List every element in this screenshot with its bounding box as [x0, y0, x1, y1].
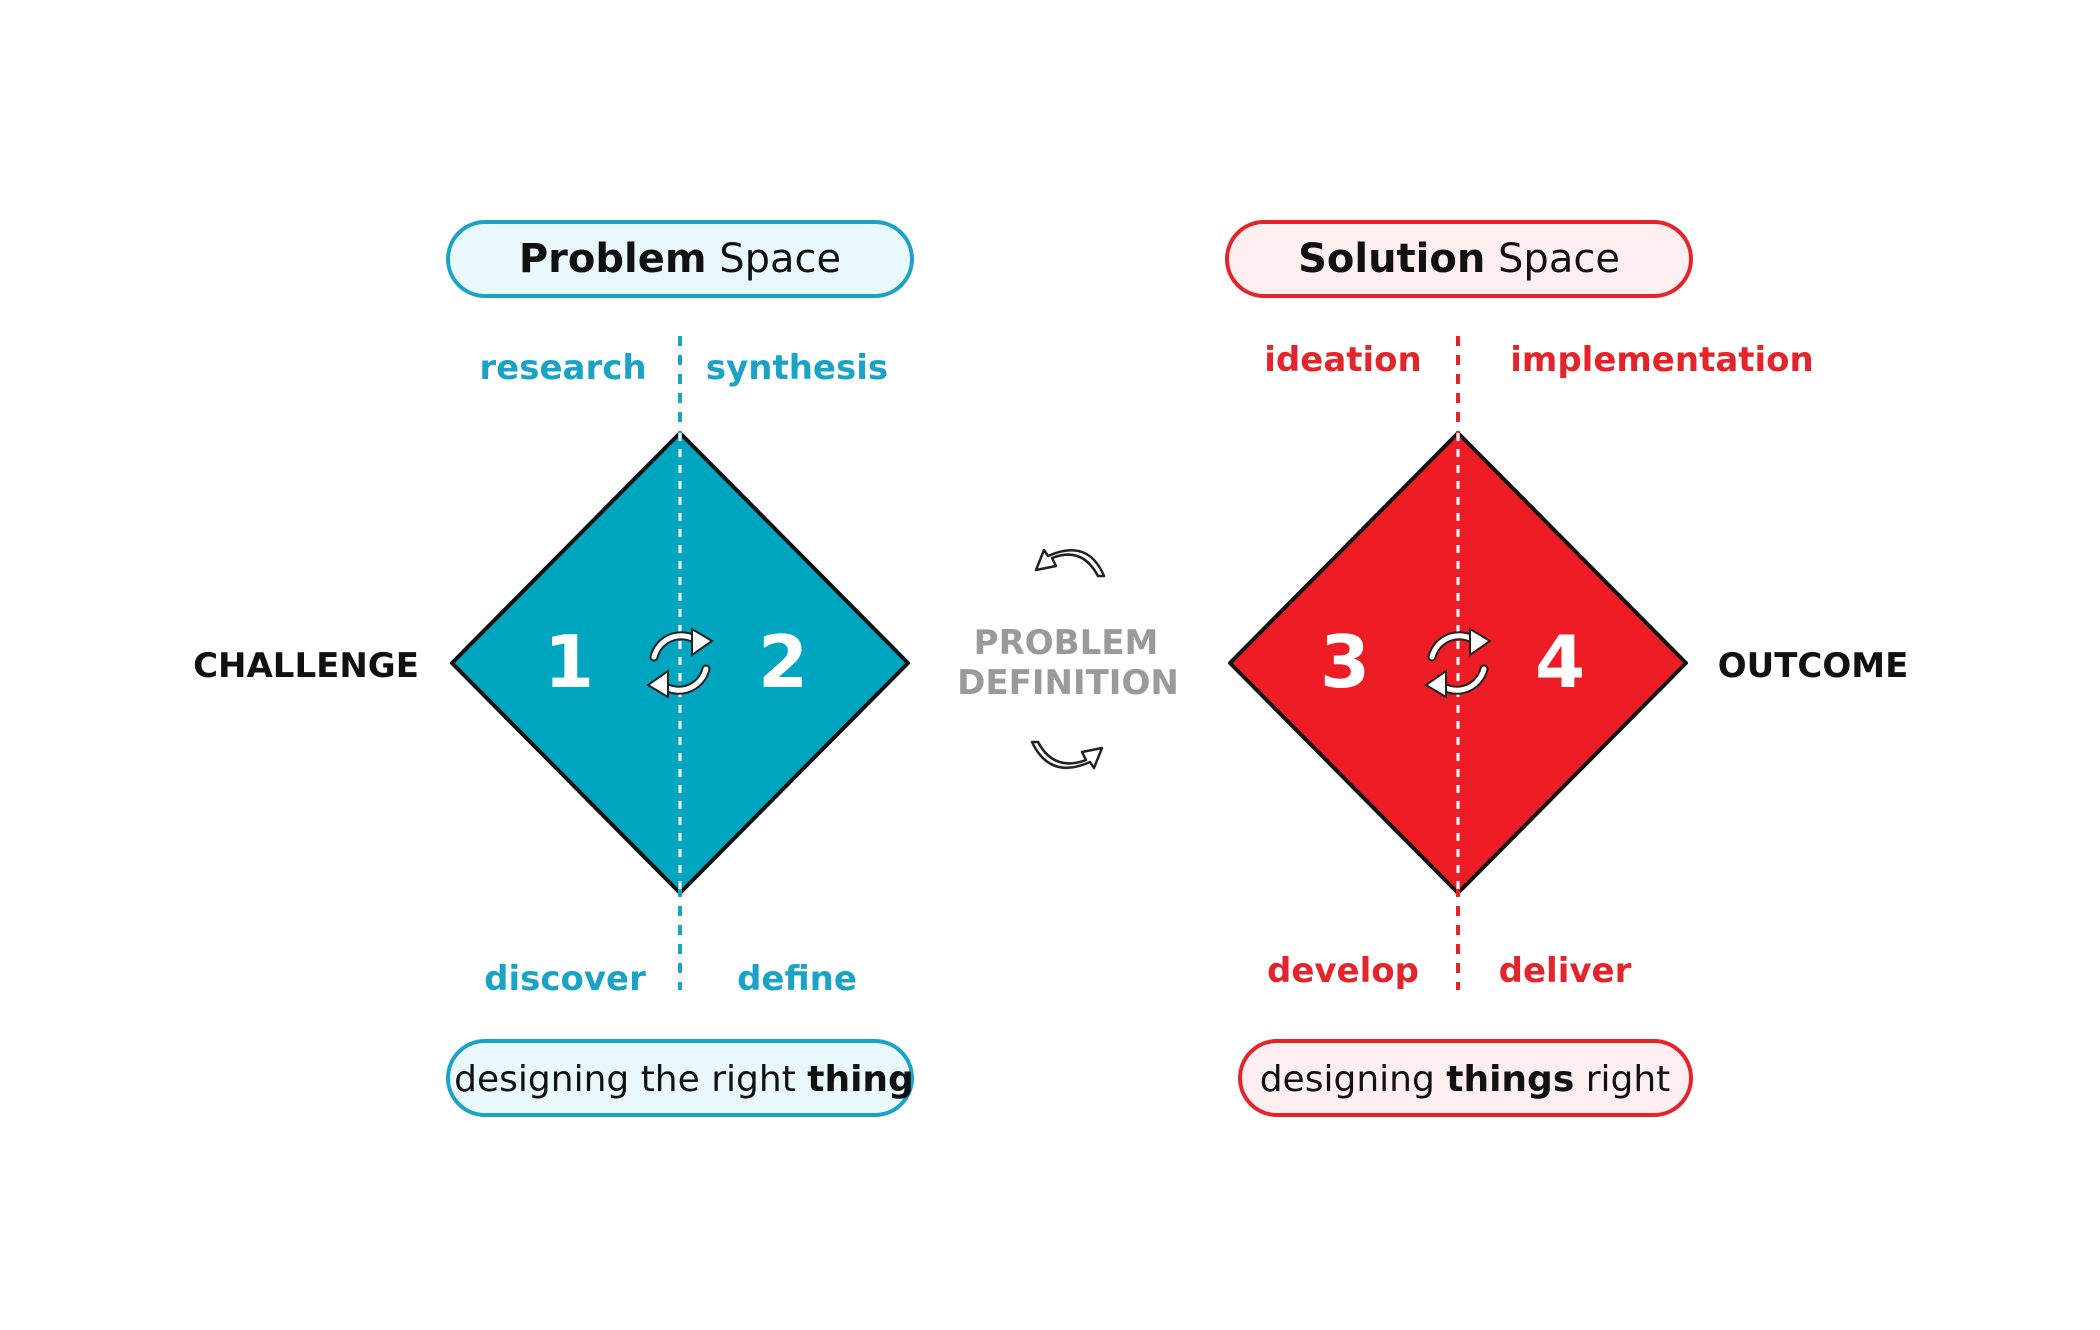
- problem-definition-line2: DEFINITION: [957, 663, 1179, 703]
- challenge-label: CHALLENGE: [193, 646, 419, 686]
- solution-footer-post: right: [1574, 1059, 1670, 1100]
- curved-arrow-right-icon: [1030, 740, 1104, 770]
- problem-space-header: Problem Space: [446, 220, 914, 298]
- outcome-label: OUTCOME: [1718, 646, 1909, 686]
- label-ideation: ideation: [1264, 340, 1421, 380]
- solution-footer-text: designing things right: [1260, 1059, 1671, 1100]
- solution-header-text: Solution Space: [1298, 236, 1620, 282]
- solution-footer: designing things right: [1238, 1039, 1693, 1117]
- phase-number-1: 1: [544, 620, 594, 704]
- problem-definition-line1: PROBLEM: [974, 623, 1159, 663]
- problem-header-bold: Problem: [519, 236, 707, 282]
- label-deliver: deliver: [1499, 951, 1632, 991]
- label-synthesis: synthesis: [706, 348, 888, 388]
- problem-footer: designing the right thing: [446, 1039, 914, 1117]
- phase-number-4: 4: [1535, 620, 1585, 704]
- problem-footer-pre: designing the right: [454, 1059, 807, 1100]
- problem-footer-text: designing the right thing: [454, 1059, 914, 1100]
- problem-header-rest: Space: [707, 236, 842, 282]
- curved-arrow-left-icon: [1034, 548, 1106, 578]
- label-research: research: [479, 348, 646, 388]
- solution-footer-pre: designing: [1260, 1059, 1447, 1100]
- label-implementation: implementation: [1510, 340, 1814, 380]
- solution-footer-bold: things: [1446, 1059, 1574, 1100]
- problem-header-pill: [446, 220, 914, 298]
- solution-refresh-cycle-icon: [1424, 627, 1492, 699]
- problem-footer-pill: [446, 1039, 914, 1117]
- solution-header-rest: Space: [1485, 236, 1620, 282]
- solution-space-header: Solution Space: [1225, 220, 1693, 298]
- label-discover: discover: [484, 959, 646, 999]
- phase-number-2: 2: [758, 620, 808, 704]
- solution-footer-pill: [1238, 1039, 1693, 1117]
- solution-header-pill: [1225, 220, 1693, 298]
- label-develop: develop: [1267, 951, 1419, 991]
- phase-number-3: 3: [1320, 620, 1370, 704]
- label-define: define: [737, 959, 857, 999]
- solution-diamond-group: 3 4: [1228, 336, 1688, 990]
- problem-refresh-cycle-icon: [646, 627, 714, 699]
- problem-header-text: Problem Space: [519, 236, 841, 282]
- problem-footer-bold: thing: [807, 1059, 914, 1100]
- solution-header-bold: Solution: [1298, 236, 1485, 282]
- problem-diamond-group: 1 2: [450, 336, 910, 990]
